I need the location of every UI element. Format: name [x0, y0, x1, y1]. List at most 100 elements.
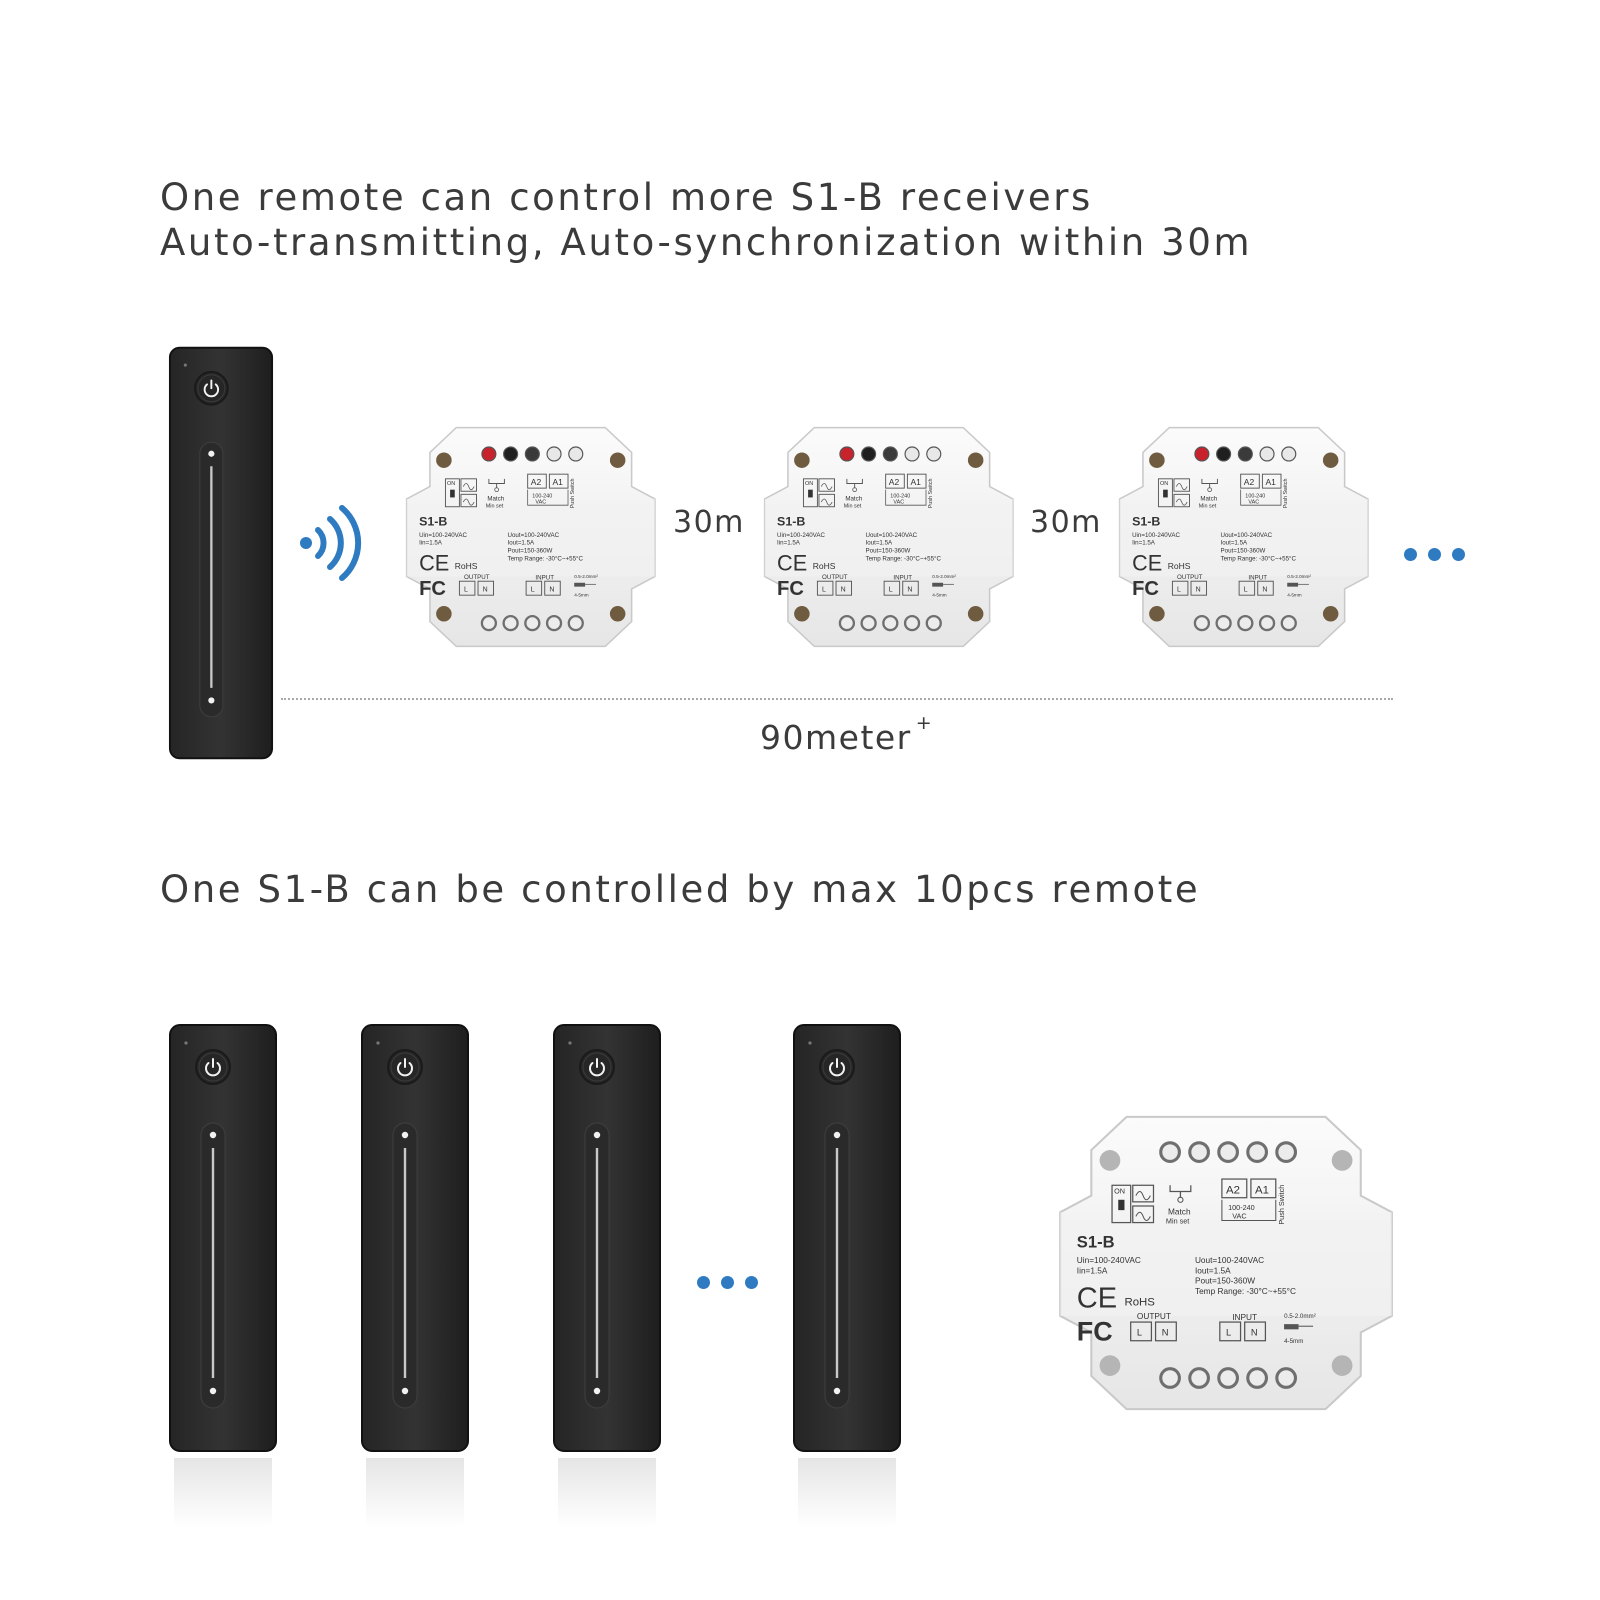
svg-text:0.5-2.0mm²: 0.5-2.0mm²: [1287, 574, 1311, 579]
slider-track: [824, 1122, 850, 1409]
svg-text:L: L: [1137, 1328, 1142, 1338]
svg-text:Iin=1.5A: Iin=1.5A: [777, 540, 801, 547]
svg-text:Push Switch: Push Switch: [1277, 1185, 1286, 1225]
ellipsis-icon: [1404, 548, 1465, 561]
svg-text:CE: CE: [419, 550, 449, 575]
svg-text:100-240: 100-240: [1228, 1203, 1255, 1212]
svg-text:L: L: [889, 586, 893, 593]
svg-text:ON: ON: [1114, 1187, 1125, 1196]
svg-text:A1: A1: [1265, 477, 1276, 487]
svg-text:Pout=150-360W: Pout=150-360W: [508, 548, 553, 555]
svg-text:Iin=1.5A: Iin=1.5A: [419, 540, 443, 547]
svg-text:Iout=1.5A: Iout=1.5A: [1195, 1265, 1231, 1275]
svg-text:100-240: 100-240: [890, 493, 910, 499]
slider-track: [200, 1122, 226, 1409]
svg-text:FC: FC: [419, 578, 446, 600]
svg-text:N: N: [841, 586, 846, 593]
svg-text:Uin=100-240VAC: Uin=100-240VAC: [777, 532, 825, 539]
total-distance-value: 90meter: [760, 718, 912, 757]
svg-text:Temp Range: -30°C~+55°C: Temp Range: -30°C~+55°C: [1221, 555, 1297, 562]
svg-text:INPUT: INPUT: [1248, 575, 1267, 582]
spacing-label-1: 30m: [673, 505, 745, 540]
svg-text:OUTPUT: OUTPUT: [822, 574, 848, 581]
svg-text:N: N: [549, 586, 554, 593]
svg-text:CE: CE: [1132, 550, 1162, 575]
svg-text:ON: ON: [1160, 481, 1168, 487]
slider-track: [199, 441, 224, 718]
svg-text:OUTPUT: OUTPUT: [464, 574, 490, 581]
svg-text:Uout=100-240VAC: Uout=100-240VAC: [508, 532, 560, 539]
svg-text:0.5-2.0mm²: 0.5-2.0mm²: [574, 574, 598, 579]
svg-text:S1-B: S1-B: [419, 514, 447, 528]
spacing-label-2: 30m: [1030, 505, 1102, 540]
svg-text:A1: A1: [552, 477, 563, 487]
svg-text:RoHS: RoHS: [455, 561, 478, 571]
svg-text:FC: FC: [1132, 578, 1159, 600]
svg-text:Uout=100-240VAC: Uout=100-240VAC: [1195, 1255, 1264, 1265]
svg-text:Uin=100-240VAC: Uin=100-240VAC: [419, 532, 467, 539]
svg-text:L: L: [1244, 586, 1248, 593]
svg-text:Temp Range: -30°C~+55°C: Temp Range: -30°C~+55°C: [866, 555, 942, 562]
remote-control: [552, 1018, 662, 1528]
svg-text:Match: Match: [1200, 496, 1217, 503]
svg-text:Iin=1.5A: Iin=1.5A: [1077, 1265, 1108, 1275]
power-icon: [194, 370, 229, 406]
receiver-graphic: ON Match Min set A2 A1 100-240 VAC Push …: [763, 426, 1014, 648]
svg-text:S1-B: S1-B: [1132, 514, 1160, 528]
svg-text:A1: A1: [1255, 1185, 1269, 1197]
svg-text:Min set: Min set: [844, 504, 862, 510]
svg-text:A2: A2: [1226, 1185, 1240, 1197]
svg-text:Temp Range: -30°C~+55°C: Temp Range: -30°C~+55°C: [1195, 1286, 1296, 1296]
remote-graphic: [793, 1024, 901, 1452]
svg-text:0.5-2.0mm²: 0.5-2.0mm²: [1284, 1313, 1316, 1320]
svg-text:RoHS: RoHS: [813, 561, 836, 571]
remote-graphic: [168, 346, 274, 760]
svg-text:VAC: VAC: [1232, 1211, 1246, 1220]
power-icon: [195, 1049, 231, 1085]
distance-line: [281, 698, 1393, 700]
svg-text:Iin=1.5A: Iin=1.5A: [1132, 540, 1156, 547]
receiver-graphic: ON Match Min set A2 A1 100-240 VAC Push …: [1118, 426, 1369, 648]
svg-text:Pout=150-360W: Pout=150-360W: [866, 548, 911, 555]
svg-text:RoHS: RoHS: [1124, 1296, 1155, 1308]
svg-text:4-5mm: 4-5mm: [1284, 1338, 1303, 1345]
remote-graphic: [169, 1024, 277, 1452]
remote-control: [168, 338, 274, 768]
svg-text:Uin=100-240VAC: Uin=100-240VAC: [1077, 1255, 1141, 1265]
svg-text:VAC: VAC: [893, 500, 904, 506]
svg-text:Min set: Min set: [486, 504, 504, 510]
svg-text:N: N: [907, 586, 912, 593]
svg-text:Iout=1.5A: Iout=1.5A: [508, 540, 536, 547]
svg-text:Match: Match: [487, 496, 504, 503]
svg-text:4-5mm: 4-5mm: [574, 593, 589, 598]
svg-text:Push Switch: Push Switch: [570, 478, 576, 508]
remote-control: [792, 1018, 902, 1528]
svg-text:L: L: [1226, 1328, 1231, 1338]
svg-text:Match: Match: [845, 496, 862, 503]
power-icon: [579, 1049, 615, 1085]
receiver-large: ON Match Min set A2 A1 100-240 VAC Push …: [1054, 1102, 1396, 1424]
svg-text:N: N: [483, 586, 488, 593]
receiver-graphic: ON Match Min set A2 A1 100-240 VAC Push …: [1059, 1115, 1393, 1411]
total-distance: 90meter+: [760, 712, 933, 757]
svg-text:Uin=100-240VAC: Uin=100-240VAC: [1132, 532, 1180, 539]
svg-text:ON: ON: [805, 481, 813, 487]
svg-text:Min set: Min set: [1166, 1217, 1189, 1226]
svg-text:INPUT: INPUT: [535, 575, 554, 582]
svg-text:A2: A2: [531, 477, 542, 487]
svg-text:Uout=100-240VAC: Uout=100-240VAC: [1221, 532, 1273, 539]
svg-text:Push Switch: Push Switch: [1283, 478, 1289, 508]
svg-text:VAC: VAC: [535, 500, 546, 506]
remote-graphic: [361, 1024, 469, 1452]
svg-text:N: N: [1196, 586, 1201, 593]
svg-text:4-5mm: 4-5mm: [932, 593, 947, 598]
svg-text:N: N: [1162, 1328, 1169, 1338]
svg-text:100-240: 100-240: [1245, 493, 1265, 499]
power-icon: [387, 1049, 423, 1085]
ellipsis-icon: [697, 1276, 758, 1289]
remote-control: [168, 1018, 278, 1528]
total-distance-suffix: +: [915, 712, 934, 734]
svg-text:100-240: 100-240: [532, 493, 552, 499]
svg-text:Iout=1.5A: Iout=1.5A: [866, 540, 894, 547]
svg-text:OUTPUT: OUTPUT: [1137, 1311, 1171, 1321]
